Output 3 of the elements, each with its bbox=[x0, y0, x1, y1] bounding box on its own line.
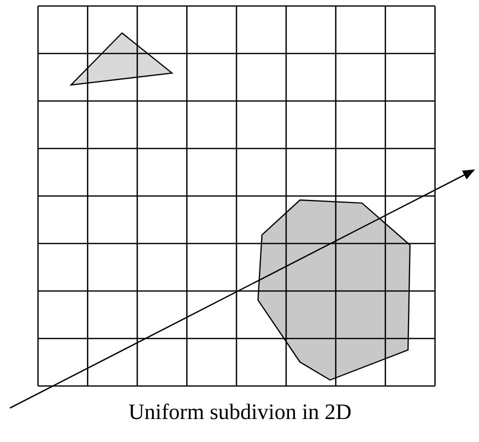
triangle-shape bbox=[69, 32, 174, 86]
caption: Uniform subdivion in 2D bbox=[127, 398, 353, 426]
polygon-shape bbox=[257, 199, 411, 381]
